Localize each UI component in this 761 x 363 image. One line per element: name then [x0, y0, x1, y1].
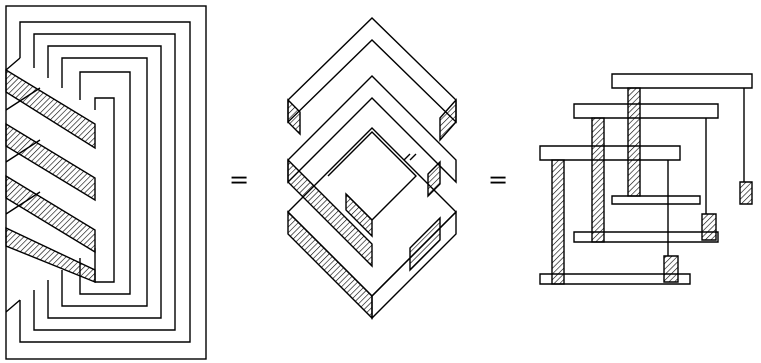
equals-sign-2: =: [488, 168, 508, 192]
diamond-upper-left-side: [288, 100, 300, 134]
diamond-upper: [288, 18, 456, 122]
frame-back-right-foot: [740, 182, 752, 204]
equals-sign-1: =: [229, 168, 249, 192]
frame-front-left-post: [552, 160, 564, 284]
loop-2: [34, 34, 175, 330]
frame-middle-top: [574, 104, 718, 118]
frame-middle-right-foot: [702, 214, 716, 240]
panel-closed-braid: [6, 6, 206, 359]
panel-nested-diamonds: [288, 18, 456, 318]
loop-6: [95, 98, 114, 282]
panel-stacked-frames: [540, 74, 752, 284]
diamond-upper-right-side: [440, 100, 456, 140]
frame-back-top: [612, 74, 752, 88]
diamond-lower-left-side: [288, 212, 372, 318]
diamond-inner-spiral: [328, 132, 416, 220]
frame-front-right-foot: [664, 256, 678, 282]
frame-back-base: [612, 196, 700, 204]
diamond-inner-marks: [404, 154, 416, 160]
diamond-middle: [288, 76, 456, 182]
frame-front-top: [540, 146, 680, 160]
frame-middle-left-post: [592, 118, 604, 242]
diamond-lower: [288, 128, 456, 296]
diamond-lower-right-hatch: [410, 218, 440, 270]
